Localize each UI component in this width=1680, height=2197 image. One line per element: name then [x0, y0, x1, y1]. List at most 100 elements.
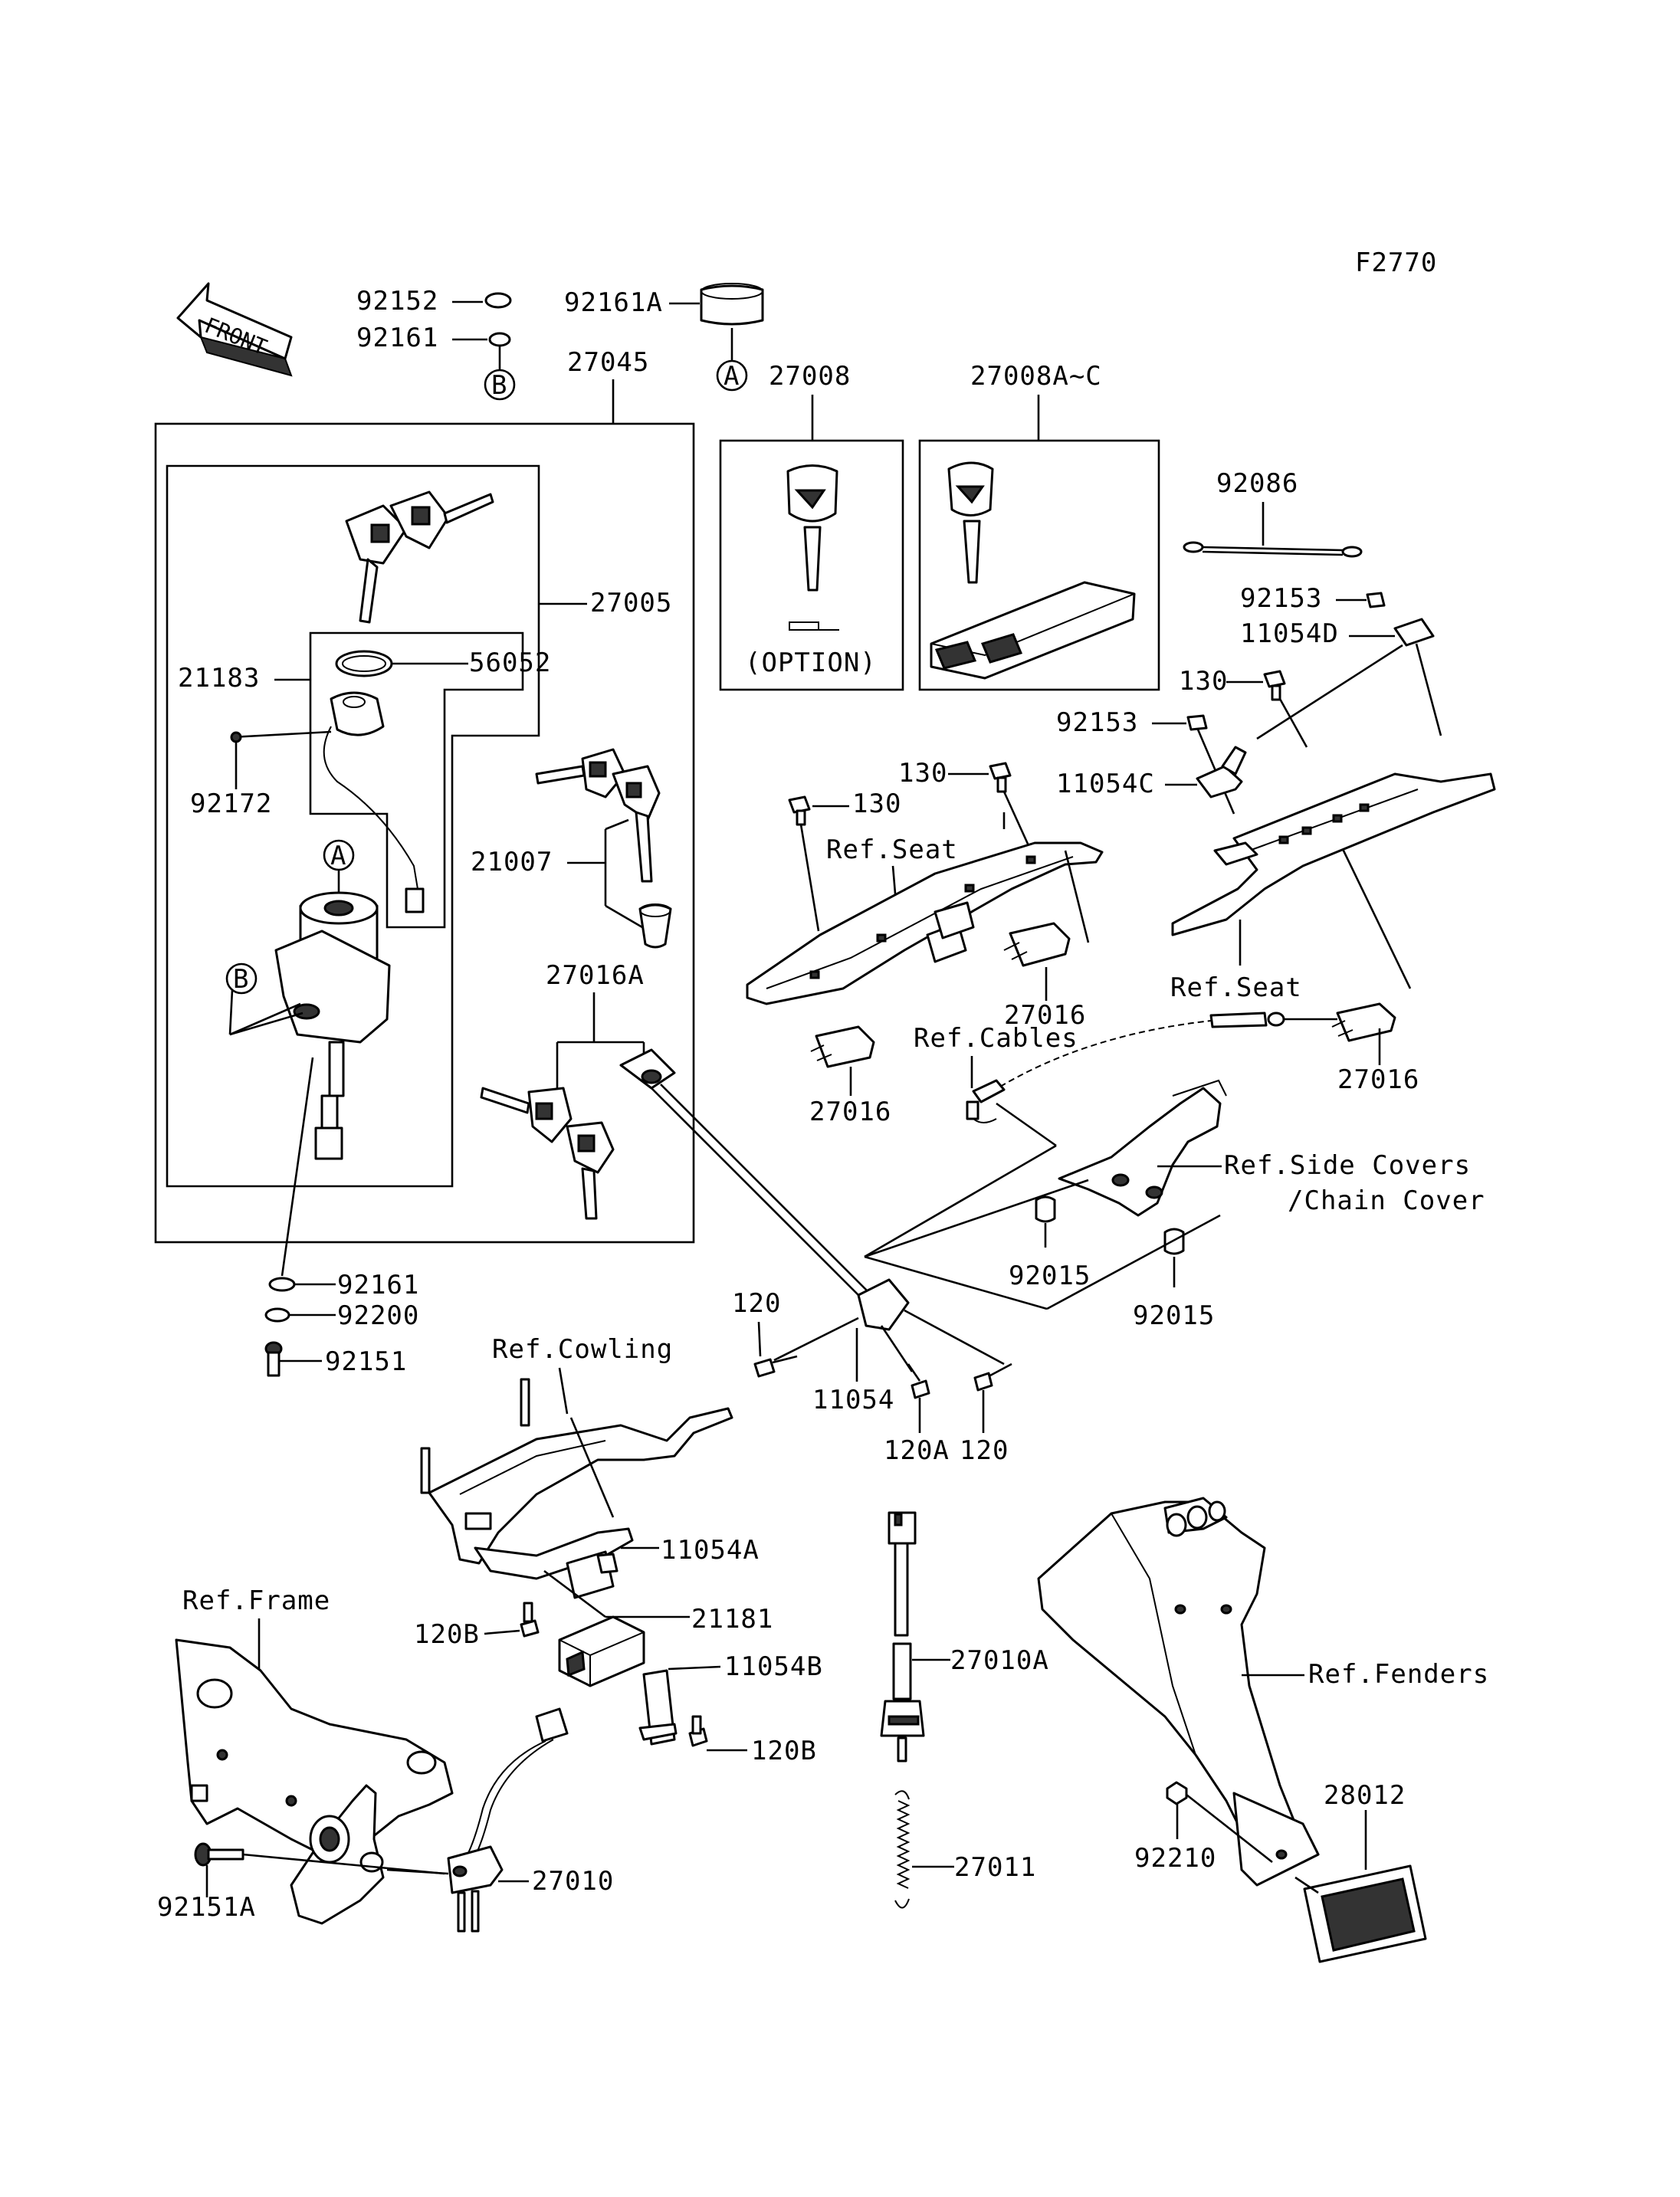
ref-fenders: Ref.Fenders: [1308, 1659, 1489, 1690]
label-130-c: 130: [852, 789, 901, 819]
label-92152: 92152: [356, 286, 438, 316]
bracket-11054B-icon: [638, 1669, 678, 1746]
relay-21181-icon: [558, 1615, 645, 1687]
bolt-120B-a-icon: [520, 1602, 540, 1638]
label-27016A: 27016A: [546, 960, 645, 991]
label-120B-b: 120B: [751, 1736, 817, 1766]
figure-code: F2770: [1355, 248, 1437, 278]
part-92161-bottom: [268, 1277, 296, 1292]
ignition-switch-icon: [274, 891, 391, 1160]
marker-b-ignition-label: B: [233, 964, 249, 995]
box-27005: [166, 464, 540, 1188]
cowling-bracket-icon: [420, 1378, 733, 1599]
key-pair-21007-icon: [535, 748, 661, 883]
label-27008AC: 27008A~C: [970, 361, 1102, 392]
label-92015-b: 92015: [1133, 1300, 1215, 1331]
box-27045: [154, 422, 695, 1244]
label-27008: 27008: [769, 361, 851, 392]
label-11054A: 11054A: [661, 1535, 760, 1566]
label-11054C: 11054C: [1056, 769, 1155, 799]
marker-b-top: [484, 369, 516, 401]
label-92161-top: 92161: [356, 323, 438, 353]
box-27008AC: [918, 439, 1160, 691]
part-92200: [264, 1307, 290, 1323]
cable-92086-icon: [1183, 541, 1363, 558]
option-mark-icon: [789, 621, 839, 631]
part-11054C: [1196, 765, 1243, 798]
key-27008-icon: [786, 464, 838, 592]
key-pair-27005-icon: [345, 490, 494, 624]
ref-side-covers: Ref.Side Covers: [1224, 1150, 1471, 1181]
label-92161A: 92161A: [564, 287, 663, 318]
label-27016-a: 27016: [1004, 1000, 1086, 1031]
marker-b-top-label: B: [491, 370, 507, 401]
marker-a-top: [716, 359, 748, 392]
label-21183: 21183: [178, 663, 260, 694]
helmet-lock-27016-a-icon: [1003, 922, 1071, 967]
part-21007-cylinder: [638, 903, 672, 949]
bolt-120-b-icon: [973, 1362, 1012, 1392]
box-27008: [719, 439, 904, 691]
part-11054D: [1393, 618, 1435, 647]
seat-bracket-left-icon: [746, 841, 1104, 1005]
part-56052: [335, 650, 393, 677]
bolt-120B-b-icon: [688, 1715, 708, 1747]
bolt-92151A-icon: [194, 1842, 244, 1867]
label-92210: 92210: [1134, 1843, 1216, 1874]
label-11054B: 11054B: [724, 1651, 823, 1682]
ref-seat-right: Ref.Seat: [1170, 972, 1302, 1003]
ref-frame: Ref.Frame: [182, 1585, 330, 1616]
part-92015-a: [1035, 1195, 1056, 1223]
sidestand-switch-27010-icon: [447, 1707, 569, 1933]
label-56052: 56052: [469, 648, 551, 678]
side-cover-bracket-icon: [1058, 1079, 1227, 1217]
reflector-28012-icon: [1303, 1864, 1427, 1963]
label-11054D: 11054D: [1240, 618, 1339, 649]
helmet-lock-27016-b-icon: [810, 1025, 875, 1068]
label-27016-b: 27016: [809, 1097, 891, 1127]
ref-chain-cover: /Chain Cover: [1288, 1185, 1485, 1216]
label-92200: 92200: [337, 1300, 419, 1331]
option-label: (OPTION): [745, 648, 877, 678]
label-27005: 27005: [590, 588, 672, 618]
part-92153-a: [1366, 592, 1386, 608]
ref-cowling: Ref.Cowling: [492, 1334, 673, 1365]
helmet-lock-27016-c-icon: [1331, 1002, 1396, 1042]
label-120-b: 120: [960, 1435, 1009, 1466]
part-92152: [484, 292, 512, 309]
label-92151A: 92151A: [157, 1892, 256, 1923]
frame-section-icon: [175, 1638, 454, 1856]
bolt-120-a-icon: [753, 1355, 798, 1378]
label-27010: 27010: [532, 1866, 614, 1897]
part-92161A: [700, 284, 764, 326]
bolt-92151-icon: [264, 1341, 283, 1377]
nut-92210-icon: [1166, 1781, 1188, 1805]
label-92086: 92086: [1216, 468, 1298, 499]
bolt-120A-icon: [907, 1363, 930, 1399]
part-92161-top: [488, 332, 511, 347]
cable-lock-27016A-icon: [619, 1048, 910, 1331]
part-92153-b: [1186, 714, 1208, 731]
seat-bracket-right-icon: [1171, 772, 1496, 936]
brake-switch-27010A-icon: [880, 1511, 925, 1763]
key-case-27008AC-icon: [930, 581, 1136, 680]
cable-end-icon: [966, 1012, 1337, 1123]
label-28012: 28012: [1324, 1780, 1406, 1811]
ref-cables: Ref.Cables: [914, 1023, 1078, 1054]
label-120-a: 120: [732, 1288, 781, 1319]
key-pair-27016A-icon: [480, 1087, 615, 1220]
marker-b-ignition: [225, 962, 258, 995]
marker-a-top-label: A: [724, 361, 740, 392]
label-27045: 27045: [567, 347, 649, 378]
label-27011: 27011: [954, 1852, 1036, 1883]
box-21183: [309, 631, 524, 929]
label-92153-b: 92153: [1056, 707, 1138, 738]
label-120A: 120A: [884, 1435, 950, 1466]
label-92161-bottom: 92161: [337, 1270, 419, 1300]
ref-seat-left: Ref.Seat: [826, 835, 958, 865]
part-21183-icon: [323, 691, 425, 913]
bolt-130-c-icon: [788, 795, 811, 826]
label-11054: 11054: [812, 1385, 894, 1415]
marker-a-ignition-label: A: [330, 841, 346, 871]
